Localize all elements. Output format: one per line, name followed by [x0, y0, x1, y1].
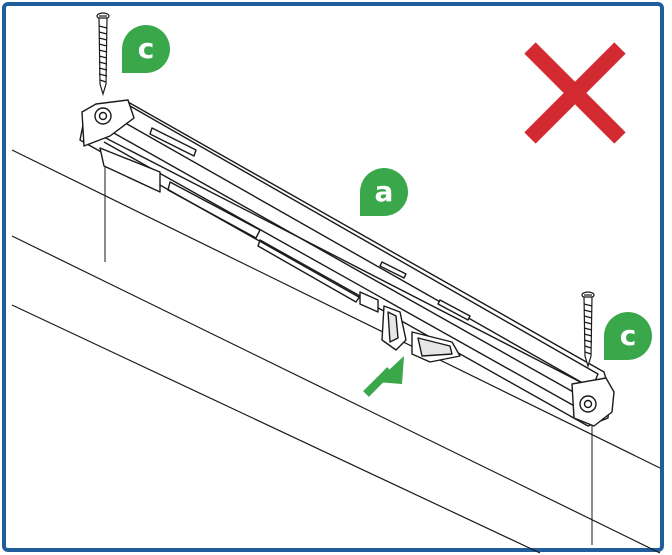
label-badge-c-top: c: [122, 25, 170, 73]
screw-icon: [581, 291, 595, 369]
label-badge-a: a: [360, 168, 408, 216]
damper-catch: [381, 305, 461, 363]
push-direction-arrow-icon: [363, 356, 404, 397]
badge-label: a: [375, 175, 394, 208]
surface-lines: [11, 149, 661, 554]
damper-body: [79, 99, 615, 427]
label-badge-c-right: c: [604, 312, 652, 360]
badge-label: c: [138, 32, 155, 65]
incorrect-cross-icon: [524, 42, 626, 144]
badge-label: c: [620, 319, 637, 352]
screw-icon: [96, 12, 110, 97]
